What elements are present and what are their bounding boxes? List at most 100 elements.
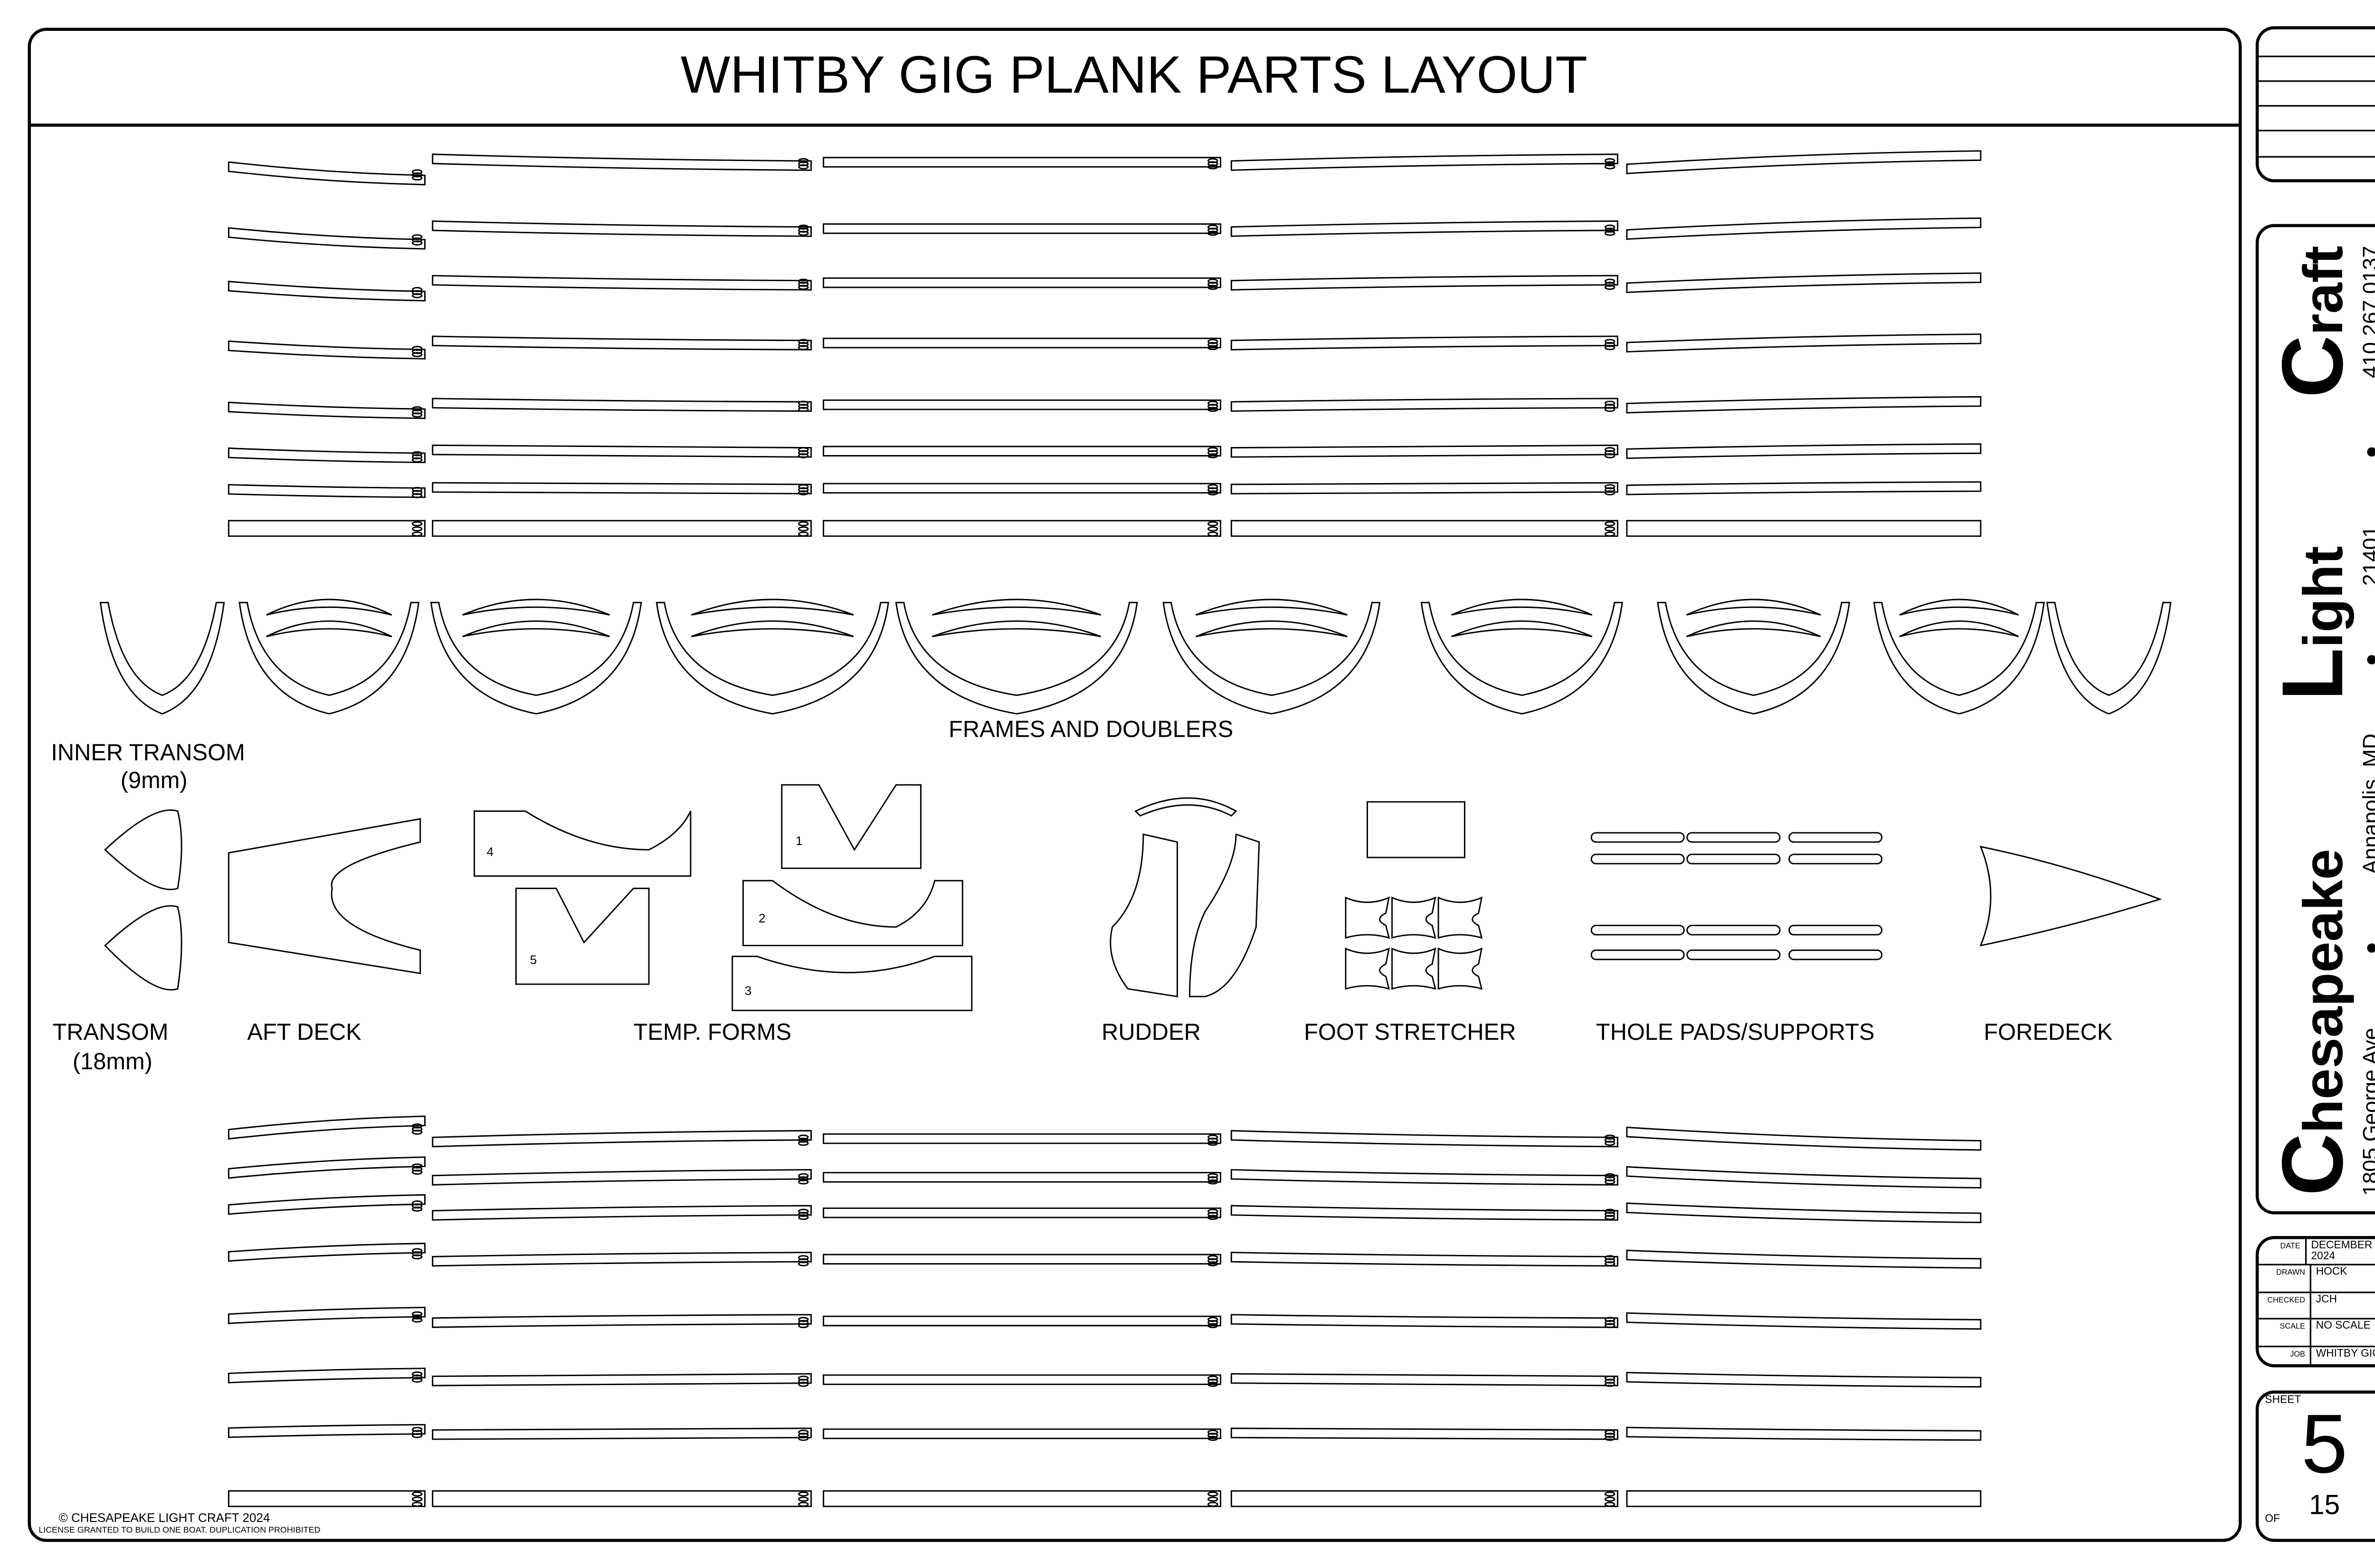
doubler <box>1686 620 1821 637</box>
plank-segment <box>432 444 812 458</box>
scarf-joint <box>411 240 423 246</box>
scarf-joint <box>1207 1261 1218 1266</box>
plank-segment <box>228 401 426 419</box>
scarf-joint <box>411 457 423 463</box>
temp-form-number: 3 <box>744 984 752 998</box>
plank-segment <box>823 446 1222 456</box>
plank-segment <box>432 220 812 237</box>
plank-segment <box>823 157 1222 168</box>
drawing-title: WHITBY GIG PLANK PARTS LAYOUT <box>28 28 2241 127</box>
scarf-joint <box>798 1140 809 1146</box>
plank-segment <box>432 1130 812 1148</box>
scarf-joint <box>1604 345 1615 351</box>
scarf-joint <box>798 1179 809 1185</box>
label-foot-stretcher: FOOT STRETCHER <box>1304 1019 1516 1046</box>
temp-form-number: 1 <box>796 834 803 848</box>
doubler <box>462 620 610 637</box>
license-notice: LICENSE GRANTED TO BUILD ONE BOAT. DUPLI… <box>38 1526 321 1536</box>
label-transom: TRANSOM <box>52 1019 169 1046</box>
doubler <box>691 620 854 637</box>
scarf-joint <box>798 531 809 537</box>
plank-segment <box>432 1427 812 1440</box>
plank-segment <box>823 483 1222 494</box>
scarf-joint <box>411 1378 423 1383</box>
plank-segment <box>432 1490 812 1507</box>
thole-pad <box>1686 832 1781 843</box>
scarf-joint <box>798 1435 809 1441</box>
plank-segment <box>823 337 1222 349</box>
aft-deck-part <box>228 818 421 974</box>
scarf-joint <box>1604 1215 1615 1220</box>
scarf-joint <box>1604 164 1615 170</box>
scarf-joint <box>411 1130 423 1135</box>
plank-segment <box>432 520 812 537</box>
scarf-joint <box>1207 1496 1218 1502</box>
scarf-joint <box>1207 1491 1218 1497</box>
scarf-joint <box>411 175 423 181</box>
scarf-joint <box>1207 407 1218 412</box>
scarf-joint <box>798 1381 809 1387</box>
parts-drawing <box>99 150 2172 1507</box>
plank-segment <box>823 520 1222 537</box>
drawing-frame <box>28 28 2242 1542</box>
scarf-joint <box>1207 230 1218 236</box>
scarf-joint <box>798 521 809 526</box>
scarf-joint <box>1604 407 1615 412</box>
plank-segment <box>1626 1312 1982 1330</box>
scarf-joint <box>411 531 423 537</box>
scarf-joint <box>798 230 809 236</box>
plank-segment <box>1230 1169 1618 1186</box>
foot-stretcher-part <box>1345 896 1390 939</box>
rudder-part <box>1110 833 1178 998</box>
scarf-joint <box>1207 345 1218 351</box>
transom-part <box>104 905 182 991</box>
thole-pad <box>1788 949 1883 960</box>
plank-segment <box>228 484 426 498</box>
plank-segment <box>432 153 812 171</box>
scarf-joint <box>798 1501 809 1507</box>
plank-segment <box>823 1374 1222 1385</box>
label-foredeck: FOREDECK <box>1984 1019 2113 1046</box>
scarf-joint <box>1604 1491 1615 1497</box>
plank-segment <box>1230 482 1618 494</box>
scarf-joint <box>411 521 423 526</box>
plank-segment <box>1230 1373 1618 1387</box>
scarf-joint <box>1604 1496 1615 1502</box>
plank-segment <box>432 1252 812 1267</box>
scarf-joint <box>1207 164 1218 170</box>
foot-stretcher-part <box>1345 947 1390 990</box>
plank-segment <box>1230 275 1618 291</box>
scarf-joint <box>1604 531 1615 537</box>
scarf-joint <box>411 1207 423 1212</box>
frame <box>1657 602 1851 715</box>
frame <box>2046 602 2172 715</box>
scarf-joint <box>1604 1323 1615 1329</box>
plank-segment <box>823 277 1222 288</box>
plank-segment <box>1230 153 1618 171</box>
info-value: DECEMBER 2024 <box>2311 1240 2373 1263</box>
frame <box>1162 602 1381 715</box>
scarf-joint <box>411 1317 423 1323</box>
frame <box>430 602 642 715</box>
frame <box>238 602 420 715</box>
rudder-part <box>1134 797 1237 817</box>
plank-segment <box>1626 1249 1982 1269</box>
scarf-joint <box>798 453 809 458</box>
plank-segment <box>1230 1314 1618 1328</box>
info-value: HOCK <box>2316 1267 2347 1279</box>
temp-form-number: 4 <box>486 845 494 859</box>
scarf-joint <box>411 412 423 418</box>
scarf-joint <box>1207 490 1218 495</box>
doubler <box>266 599 392 616</box>
plank-segment <box>432 482 812 494</box>
foot-stretcher-part <box>1437 896 1483 939</box>
scarf-joint <box>411 1169 423 1175</box>
foot-stretcher-part <box>1391 947 1436 990</box>
plank-segment <box>1626 481 1982 495</box>
plank-segment <box>432 335 812 351</box>
label-inner-transom-thickness: (9mm) <box>120 768 188 794</box>
thole-pad <box>1788 832 1883 843</box>
thole-pad <box>1788 854 1883 865</box>
plank-segment <box>1626 1372 1982 1388</box>
scarf-joint <box>411 493 423 498</box>
